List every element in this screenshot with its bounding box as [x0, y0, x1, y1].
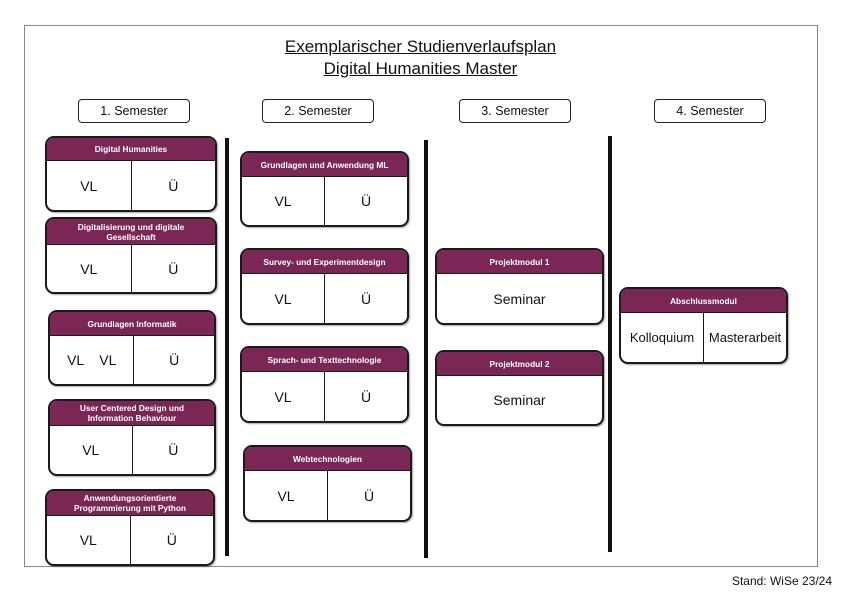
- module-cell-vl: VL VL: [67, 352, 117, 368]
- column-divider-3: [608, 136, 612, 552]
- module-cell-ue: Ü: [327, 471, 410, 520]
- footer-status: Stand: WiSe 23/24: [731, 574, 832, 588]
- page-subtitle: Digital Humanities Master: [323, 59, 518, 78]
- column-divider-2: [424, 140, 428, 558]
- module-grundlagen-informatik: Grundlagen Informatik VL VL Ü: [48, 310, 216, 386]
- module-python: Anwendungsorientierte Programmierung mit…: [45, 489, 215, 566]
- module-cell-vl: VL: [80, 177, 98, 194]
- module-abschlussmodul: Abschlussmodul Kolloquium Masterarbeit: [619, 287, 788, 364]
- module-cell-vl: VL: [274, 388, 292, 405]
- page-title: Exemplarischer Studienverlaufsplan: [284, 37, 557, 56]
- module-projektmodul-2: Projektmodul 2 Seminar: [435, 350, 604, 426]
- module-cell-vl: VL: [79, 532, 97, 548]
- module-cell-ue: Ü: [133, 336, 214, 384]
- module-cell-seminar: Seminar: [493, 290, 546, 307]
- module-sprach-texttechnologie: Sprach- und Texttechnologie VL Ü: [240, 346, 409, 423]
- module-header: Projektmodul 2: [437, 352, 602, 376]
- module-cell-ue: Ü: [130, 245, 216, 292]
- module-header: Webtechnologien: [245, 447, 410, 471]
- module-header: Survey- und Experimentdesign: [242, 250, 407, 274]
- module-header: Grundlagen Informatik: [50, 312, 214, 336]
- module-header: User Centered Design und Information Beh…: [50, 401, 214, 426]
- module-projektmodul-1: Projektmodul 1 Seminar: [435, 248, 604, 325]
- module-cell-ue: Ü: [324, 372, 407, 421]
- module-header: Sprach- und Texttechnologie: [242, 348, 407, 372]
- module-cell-ue: Ü: [131, 426, 215, 474]
- module-header: Projektmodul 1: [437, 250, 602, 274]
- module-survey-experimentdesign: Survey- und Experimentdesign VL Ü: [240, 248, 409, 325]
- module-header: Grundlagen und Anwendung ML: [242, 153, 407, 177]
- module-cell-vl: VL: [274, 193, 292, 209]
- semester-4-label: 4. Semester: [654, 99, 766, 123]
- module-cell-vl: VL: [274, 290, 292, 307]
- module-cell-seminar: Seminar: [493, 392, 546, 408]
- column-divider-1: [225, 138, 229, 556]
- module-cell-vl: VL: [82, 442, 100, 458]
- module-cell-ue: Ü: [129, 516, 214, 564]
- module-cell-vl: VL: [277, 487, 295, 504]
- module-header: Digital Humanities: [47, 138, 215, 161]
- module-cell-ue: Ü: [130, 161, 216, 210]
- module-cell-vl: VL: [80, 260, 98, 277]
- module-cell-ue: Ü: [324, 177, 407, 225]
- module-user-centered-design: User Centered Design und Information Beh…: [48, 399, 216, 476]
- module-digitalisierung: Digitalisierung und digitale Gesellschaf…: [45, 217, 217, 294]
- semester-1-label: 1. Semester: [78, 99, 190, 123]
- semester-3-label: 3. Semester: [459, 99, 571, 123]
- module-header: Abschlussmodul: [621, 289, 786, 313]
- module-webtechnologien: Webtechnologien VL Ü: [243, 445, 412, 522]
- semester-2-label: 2. Semester: [262, 99, 374, 123]
- module-header: Anwendungsorientierte Programmierung mit…: [47, 491, 213, 516]
- module-header: Digitalisierung und digitale Gesellschaf…: [47, 219, 215, 245]
- page-frame: [24, 25, 818, 567]
- module-cell-masterarbeit: Masterarbeit: [703, 313, 786, 362]
- module-cell-kolloquium: Kolloquium: [629, 330, 695, 345]
- module-cell-ue: Ü: [324, 274, 407, 323]
- module-machine-learning: Grundlagen und Anwendung ML VL Ü: [240, 151, 409, 227]
- module-digital-humanities: Digital Humanities VL Ü: [45, 136, 217, 212]
